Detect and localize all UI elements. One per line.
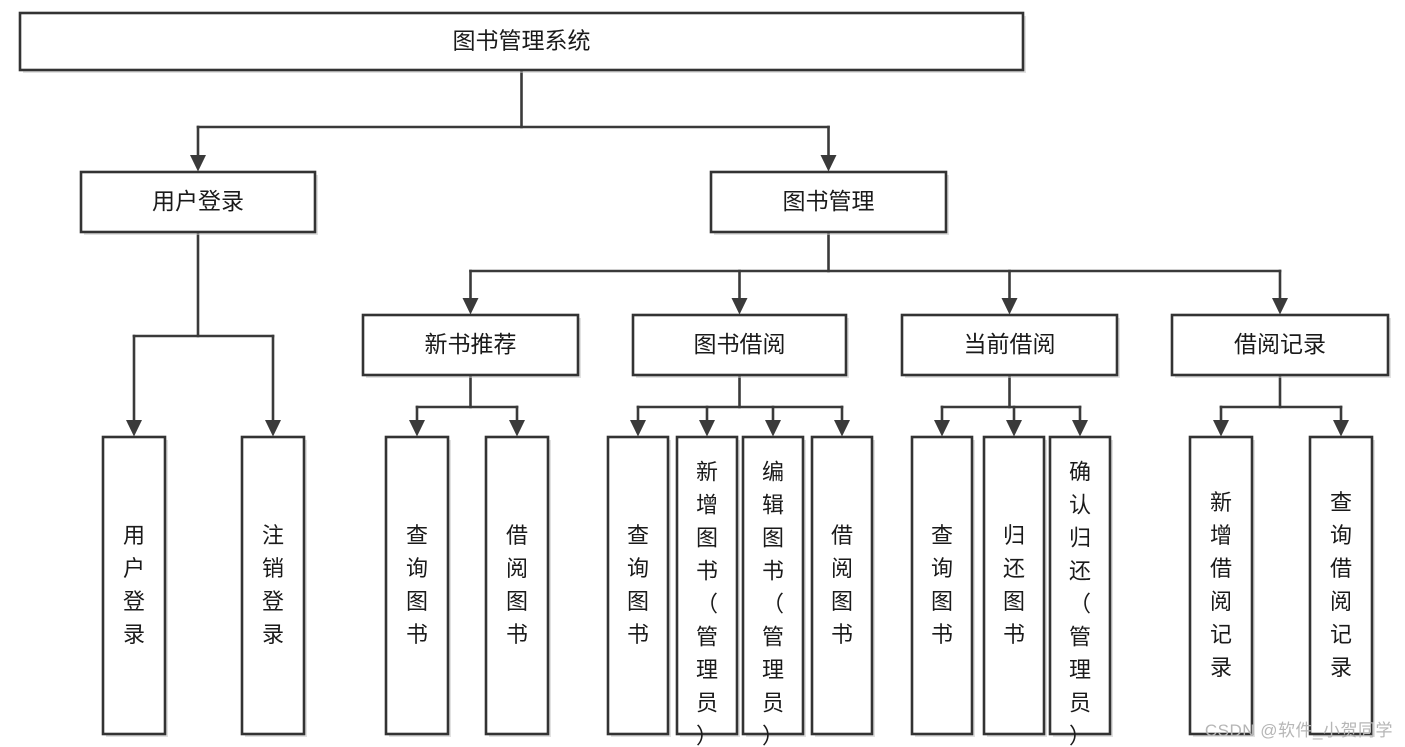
node-label: 图书借阅 (694, 331, 786, 357)
edge-arrowhead-icon (126, 420, 142, 437)
node-borrow[interactable]: 图书借阅 (631, 313, 849, 378)
csdn-watermark: CSDN @软件_小贺同学 (1204, 721, 1393, 740)
node-rect[interactable] (709, 170, 948, 234)
node-newbook[interactable]: 新书推荐 (361, 313, 581, 378)
node-rect[interactable] (631, 313, 848, 377)
node-records[interactable]: 借阅记录 (1170, 313, 1391, 378)
edges-layer (126, 68, 1349, 437)
node-label: 查询图书 (627, 523, 649, 647)
node-current[interactable]: 当前借阅 (900, 313, 1120, 378)
node-leaf-login-2[interactable]: 注销登录 (240, 435, 307, 737)
node-label: 借阅图书 (506, 523, 528, 647)
node-leaf-cur-1[interactable]: 查询图书 (910, 435, 975, 737)
node-rect[interactable] (675, 435, 739, 736)
node-label: 归还图书 (1003, 523, 1025, 647)
node-rect[interactable] (1048, 435, 1112, 736)
node-login[interactable]: 用户登录 (79, 170, 318, 235)
edge-group-bookmgmt (462, 230, 1288, 315)
node-leaf-new-1[interactable]: 查询图书 (384, 435, 451, 737)
edge-arrowhead-icon (699, 420, 715, 437)
edge-group-current (934, 373, 1088, 437)
node-rect[interactable] (361, 313, 580, 377)
edge-group-newbook (409, 373, 525, 437)
node-rect[interactable] (900, 313, 1119, 377)
edge-arrowhead-icon (1006, 420, 1022, 437)
node-rect[interactable] (606, 435, 670, 736)
edge-arrowhead-icon (409, 420, 425, 437)
node-label: 新增借阅记录 (1210, 490, 1232, 680)
node-label: 图书管理 (783, 188, 875, 214)
node-rect[interactable] (18, 11, 1025, 72)
node-label: 编辑图书（管理员） (762, 459, 784, 747)
edge-arrowhead-icon (630, 420, 646, 437)
edge-group-login (126, 230, 281, 437)
edge-arrowhead-icon (1072, 420, 1088, 437)
node-label: 借阅图书 (831, 523, 853, 647)
node-leaf-rec-2[interactable]: 查询借阅记录 (1308, 435, 1375, 737)
node-bookmgmt[interactable]: 图书管理 (709, 170, 949, 235)
node-label: 查询图书 (406, 523, 428, 647)
node-rect[interactable] (810, 435, 874, 736)
edge-arrowhead-icon (820, 155, 837, 172)
edge-arrowhead-icon (1001, 298, 1018, 315)
node-rect[interactable] (1308, 435, 1374, 736)
node-leaf-bor-2[interactable]: 新增图书（管理员） (675, 435, 740, 747)
node-rect[interactable] (384, 435, 450, 736)
node-rect[interactable] (741, 435, 805, 736)
edge-arrowhead-icon (265, 420, 281, 437)
edge-arrowhead-icon (731, 298, 748, 315)
node-rect[interactable] (101, 435, 167, 736)
node-rect[interactable] (910, 435, 974, 736)
node-leaf-cur-3[interactable]: 确认归还（管理员） (1048, 435, 1113, 747)
node-label: 借阅记录 (1234, 331, 1326, 357)
node-rect[interactable] (240, 435, 306, 736)
node-leaf-bor-1[interactable]: 查询图书 (606, 435, 671, 737)
node-rect[interactable] (1188, 435, 1254, 736)
node-label: 确认归还（管理员） (1069, 459, 1091, 747)
edge-group-borrow (630, 373, 850, 437)
edge-group-records (1213, 373, 1349, 437)
node-leaf-new-2[interactable]: 借阅图书 (484, 435, 551, 737)
node-rect[interactable] (1170, 313, 1390, 377)
edge-arrowhead-icon (462, 298, 479, 315)
edge-arrowhead-icon (1272, 298, 1288, 315)
edge-arrowhead-icon (1213, 420, 1229, 437)
edge-group-root (190, 68, 837, 172)
node-label: 查询图书 (931, 523, 953, 647)
node-rect[interactable] (982, 435, 1046, 736)
node-leaf-bor-4[interactable]: 借阅图书 (810, 435, 875, 737)
node-leaf-cur-2[interactable]: 归还图书 (982, 435, 1047, 737)
node-rect[interactable] (79, 170, 317, 234)
node-label: 查询借阅记录 (1330, 490, 1352, 680)
node-label: 新书推荐 (425, 331, 517, 357)
edge-arrowhead-icon (509, 420, 525, 437)
node-label: 用户登录 (123, 523, 145, 647)
node-label: 用户登录 (152, 188, 244, 214)
edge-arrowhead-icon (765, 420, 781, 437)
node-rect[interactable] (484, 435, 550, 736)
node-leaf-rec-1[interactable]: 新增借阅记录 (1188, 435, 1255, 737)
node-label: 注销登录 (262, 523, 284, 647)
node-label: 当前借阅 (964, 331, 1056, 357)
node-label: 图书管理系统 (453, 28, 591, 54)
edge-arrowhead-icon (1333, 420, 1349, 437)
edge-arrowhead-icon (190, 155, 206, 172)
edge-arrowhead-icon (834, 420, 850, 437)
node-leaf-bor-3[interactable]: 编辑图书（管理员） (741, 435, 806, 747)
node-leaf-login-1[interactable]: 用户登录 (101, 435, 168, 737)
node-root[interactable]: 图书管理系统 (18, 11, 1026, 73)
edge-arrowhead-icon (934, 420, 950, 437)
node-label: 新增图书（管理员） (696, 459, 718, 747)
nodes-layer: 图书管理系统用户登录图书管理新书推荐图书借阅当前借阅借阅记录用户登录注销登录查询… (18, 11, 1391, 747)
